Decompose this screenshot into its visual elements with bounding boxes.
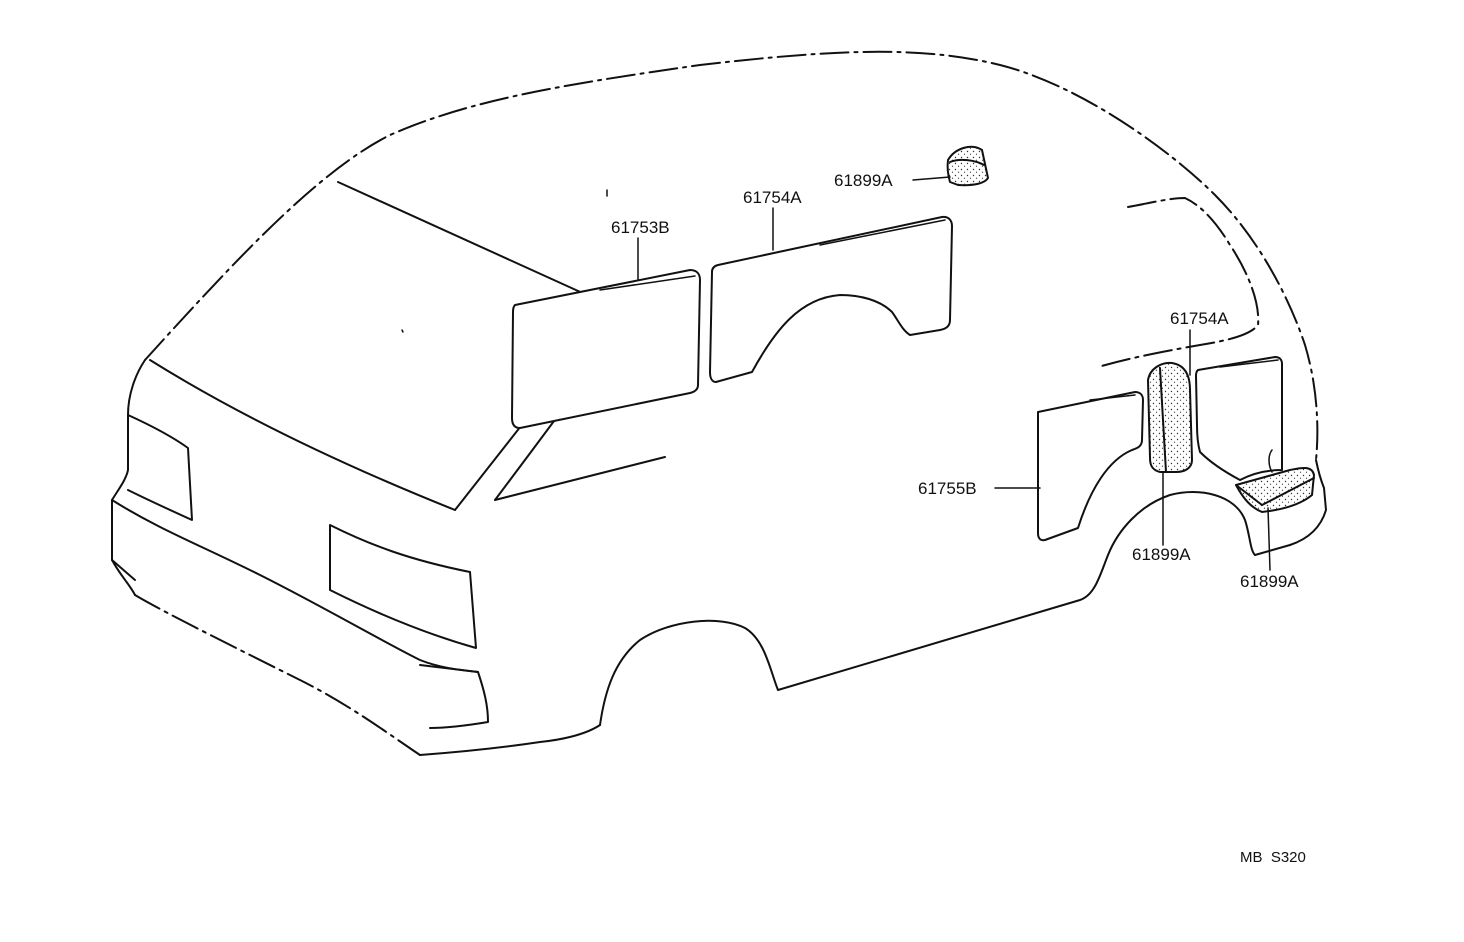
part-61899a-roof[interactable] <box>946 145 989 187</box>
label-61899a-corner: 61899A <box>1240 572 1299 591</box>
part-61755b[interactable] <box>1037 391 1144 542</box>
rear-lamps <box>111 414 489 729</box>
label-61755b: 61755B <box>918 479 977 498</box>
label-61754a-front: 61754A <box>743 188 802 207</box>
part-61753b[interactable] <box>511 269 701 429</box>
part-61899a-pillar[interactable] <box>1147 361 1193 473</box>
label-61899a-roof: 61899A <box>834 171 893 190</box>
label-61899a-pillar: 61899A <box>1132 545 1191 564</box>
part-61754a-rear[interactable] <box>1195 356 1283 481</box>
label-61753b: 61753B <box>611 218 670 237</box>
leader-lines <box>637 176 1271 571</box>
part-61754a-front[interactable] <box>709 215 953 383</box>
label-61754a-rear: 61754A <box>1170 309 1229 328</box>
part-61899a-corner[interactable] <box>1235 467 1315 513</box>
leader-61899a-corner <box>1267 507 1271 571</box>
leader-61899a-roof <box>912 176 951 181</box>
part-labels: 61899A 61754A 61753B 61754A 61755B 61899… <box>611 171 1306 866</box>
diagram-code: MB S320 <box>1240 849 1306 866</box>
car-body-outline <box>111 50 1327 756</box>
